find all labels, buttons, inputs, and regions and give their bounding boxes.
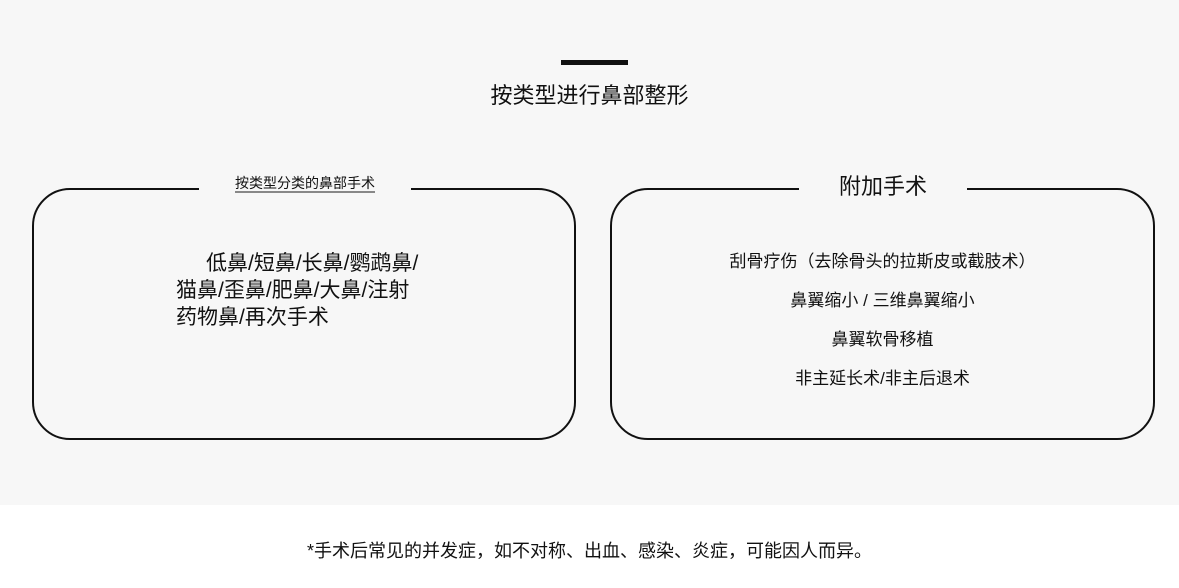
- footnote: *手术后常见的并发症，如不对称、出血、感染、炎症，可能因人而异。: [306, 541, 872, 561]
- list-item: 刮骨疗伤（去除骨头的拉斯皮或截肢术）: [729, 252, 1036, 271]
- page-title: 按类型进行鼻部整形: [490, 83, 689, 108]
- surgery-list: 刮骨疗伤（去除骨头的拉斯皮或截肢术） 鼻翼缩小 / 三维鼻翼缩小 鼻翼软骨移植 …: [612, 248, 1153, 404]
- list-item: 非主延长术/非主后退术: [795, 369, 970, 388]
- content-area: 按类型进行鼻部整形 按类型分类的鼻部手术 低鼻/短鼻/长鼻/鹦鹉鼻/猫鼻/歪鼻/…: [32, 60, 1155, 440]
- list-item: 鼻翼软骨移植: [831, 330, 934, 349]
- panel-legend: 按类型分类的鼻部手术: [199, 174, 411, 193]
- nose-type-panel: 按类型分类的鼻部手术 低鼻/短鼻/长鼻/鹦鹉鼻/猫鼻/歪鼻/肥鼻/大鼻/注射药物…: [32, 174, 576, 440]
- additional-surgery-panel: 附加手术 刮骨疗伤（去除骨头的拉斯皮或截肢术） 鼻翼缩小 / 三维鼻翼缩小 鼻翼…: [610, 174, 1155, 440]
- title-accent-bar: [561, 60, 628, 65]
- panel-legend: 附加手术: [799, 174, 967, 200]
- nose-type-list: 低鼻/短鼻/长鼻/鹦鹉鼻/猫鼻/歪鼻/肥鼻/大鼻/注射药物鼻/再次手术: [176, 252, 419, 329]
- list-item: 鼻翼缩小 / 三维鼻翼缩小: [790, 291, 975, 310]
